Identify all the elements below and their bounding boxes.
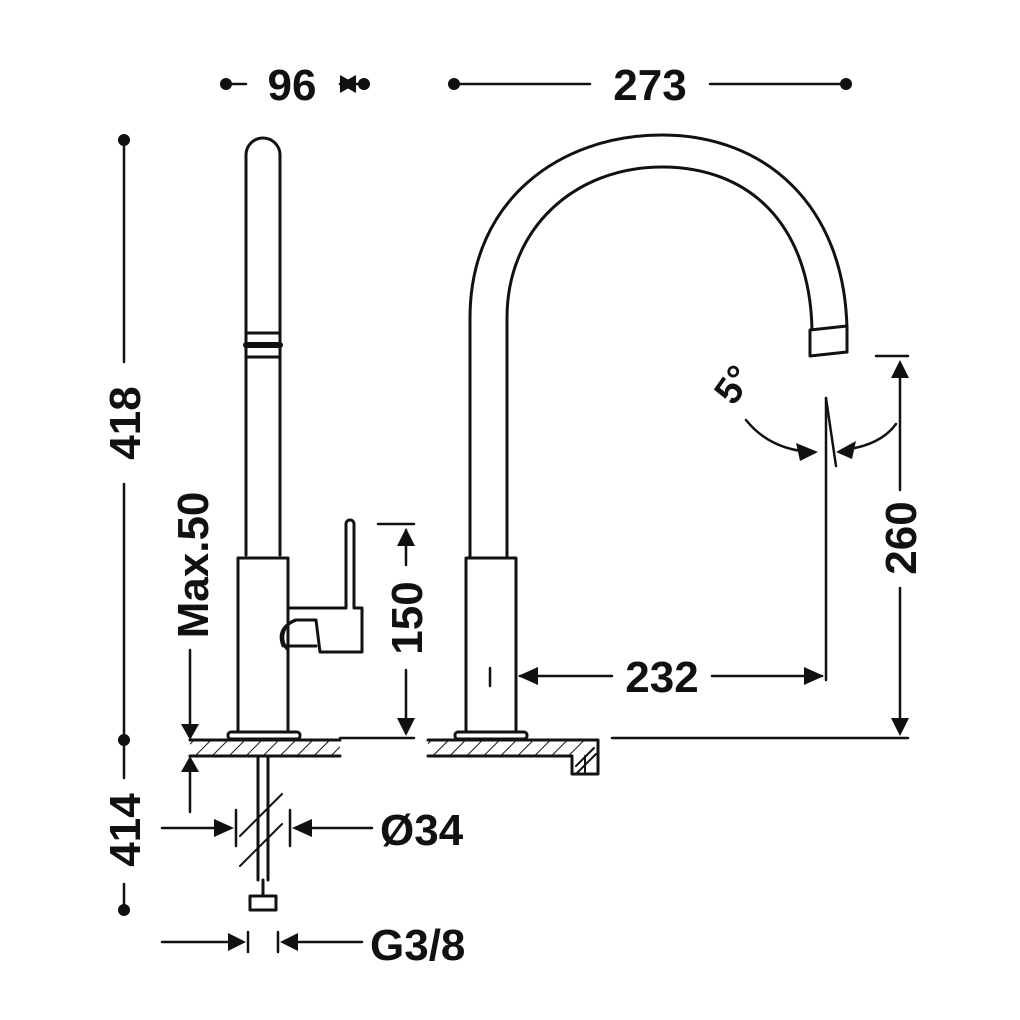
side-base-flange: [226, 730, 302, 741]
front-aerator: [808, 324, 849, 358]
dim-spout-offset: 232: [625, 653, 698, 702]
dimension-dots: [118, 78, 852, 916]
dimension-labels: 96 273 418 414 Max.50 150 260 232 5° Ø34…: [101, 61, 926, 970]
front-view: [426, 133, 849, 776]
front-counter: [428, 740, 588, 756]
front-spout-inner: [505, 165, 814, 560]
dim-hole-diameter: Ø34: [380, 806, 464, 855]
side-body: [236, 556, 290, 734]
dim-total-height: 418: [101, 386, 150, 459]
dim-connection-thread: G3/8: [370, 921, 465, 970]
front-base-flange: [453, 730, 529, 741]
dimension-lines: [122, 82, 910, 954]
side-handle: [281, 518, 364, 654]
dim-spout-angle: 5°: [707, 358, 762, 412]
side-connector: [248, 894, 278, 912]
side-spout-tube: [244, 136, 282, 557]
dim-outlet-height: 260: [877, 501, 926, 574]
dim-handle-height: 150: [383, 581, 432, 654]
side-counter: [190, 740, 340, 756]
side-view: [188, 136, 364, 912]
dim-handle-width: 96: [268, 61, 317, 110]
front-body: [464, 556, 518, 734]
dim-spout-reach: 273: [613, 61, 686, 110]
dimension-arrows: [181, 75, 909, 951]
front-spout-outer: [468, 133, 849, 560]
dim-below-counter: 414: [101, 793, 150, 867]
dim-max-counter: Max.50: [169, 492, 218, 639]
